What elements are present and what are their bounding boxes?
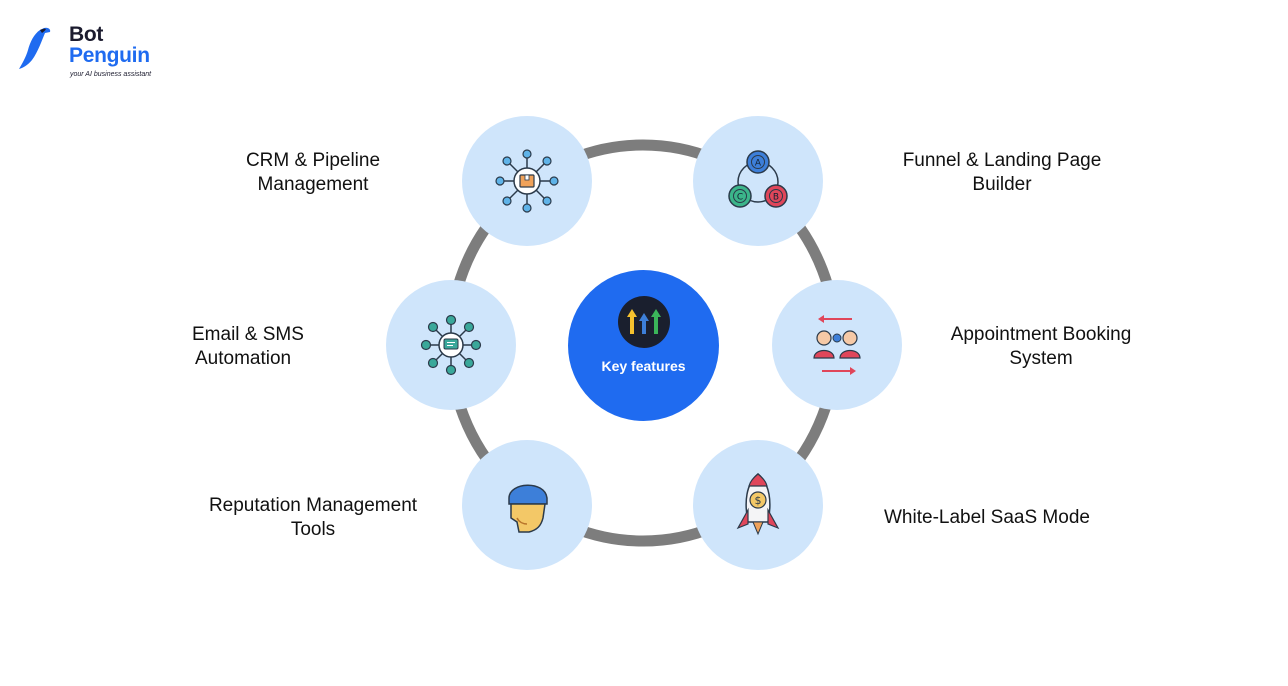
feature-node-white-label: $: [693, 440, 823, 570]
svg-text:B: B: [773, 193, 779, 203]
brand-name-line1: Bot: [69, 23, 104, 46]
penguin-logo-icon: [19, 27, 51, 70]
feature-node-funnel: A C B: [693, 116, 823, 246]
svg-text:A: A: [755, 159, 762, 169]
feature-label-white-label: White-Label SaaS Mode: [884, 507, 1090, 528]
brand-name-line2: Penguin: [69, 44, 150, 67]
svg-text:C: C: [737, 193, 743, 203]
network-box-icon: [495, 149, 559, 213]
people-exchange-icon: [813, 315, 861, 375]
feature-node-reputation: [462, 440, 592, 570]
feature-node-appointment: [772, 280, 902, 410]
svg-text:$: $: [755, 494, 762, 507]
head-profile-icon: [508, 484, 548, 533]
feature-node-crm: [462, 116, 592, 246]
abc-cycle-icon: A C B: [728, 150, 788, 208]
brand-logo: Bot Penguin your AI business assistant: [18, 23, 152, 84]
upward-arrows-logo-icon: [617, 296, 670, 348]
feature-node-email-sms: [386, 280, 516, 410]
center-label: Key features: [601, 358, 686, 374]
brand-tagline: your AI business assistant: [70, 71, 152, 78]
message-network-icon: [420, 314, 482, 376]
key-features-hub: Key features: [568, 270, 719, 421]
rocket-dollar-icon: $: [736, 473, 780, 536]
